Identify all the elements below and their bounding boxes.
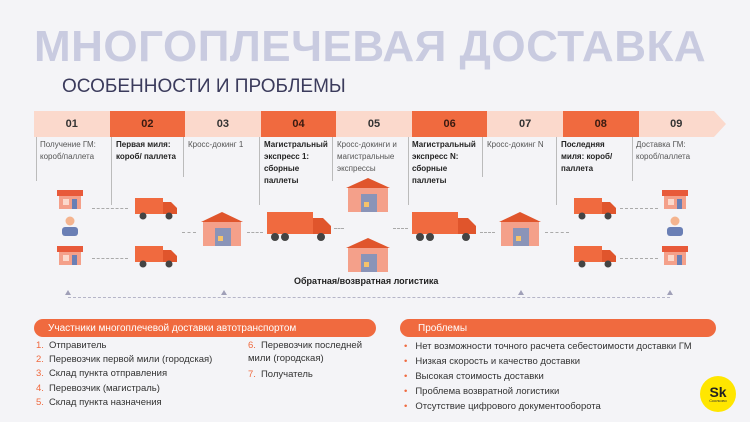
connector-dots <box>92 208 128 209</box>
step-06: 06 <box>411 111 488 137</box>
step-01-label: Получение ГМ: короб/паллета <box>40 140 96 161</box>
step-02-label: Первая миля: короб/ паллета <box>116 140 176 161</box>
long-truck-icon <box>267 212 331 241</box>
person-icon <box>62 216 78 236</box>
arrow-up-icon <box>221 290 227 295</box>
warehouse-icon <box>499 212 541 246</box>
list-item: 4.Перевозчик (магистраль) <box>36 382 160 394</box>
step-01: 01 <box>34 111 110 137</box>
list-item: 2.Перевозчик первой мили (городская) <box>36 354 213 366</box>
step-05: 05 <box>336 111 412 137</box>
list-item: Отсутствие цифрового документооборота <box>404 399 704 414</box>
participants-heading: Участники многоплечевой доставки автотра… <box>34 319 376 337</box>
divider <box>408 137 409 205</box>
step-04-label: Магистральный экспресс 1: сборные паллет… <box>264 140 328 185</box>
connector-dots <box>620 208 658 209</box>
arrow-up-icon <box>667 290 673 295</box>
step-07-label: Кросс-докинг N <box>487 140 544 149</box>
divider <box>556 137 557 205</box>
long-truck-icon <box>412 212 476 241</box>
divider <box>183 137 184 177</box>
shop-icon <box>57 246 83 265</box>
truck-icon <box>135 246 177 268</box>
connector-dots <box>92 258 128 259</box>
list-item: Низкая скорость и качество доставки <box>404 354 704 369</box>
list-item: 1.Отправитель <box>36 340 107 351</box>
shop-icon <box>57 190 83 209</box>
logo-mark: Sk <box>709 383 727 400</box>
step-08: 08 <box>562 111 639 137</box>
list-item: 3.Склад пункта отправления <box>36 368 168 380</box>
divider <box>482 137 483 177</box>
arrow-up-icon <box>518 290 524 295</box>
step-03: 03 <box>185 111 261 137</box>
truck-icon <box>135 198 177 220</box>
reverse-logistics-line <box>68 297 670 298</box>
divider <box>111 137 112 205</box>
divider <box>36 137 37 181</box>
list-item: 7.Получатель <box>248 369 313 380</box>
step-bar: 01 02 03 04 05 06 07 08 09 <box>34 111 715 137</box>
participants-list-right: 6.Перевозчик последней мили (городская) … <box>248 340 383 382</box>
page-subtitle: ОСОБЕННОСТИ И ПРОБЛЕМЫ <box>62 76 346 97</box>
connector-dots <box>247 232 263 233</box>
participants-list-left: 1.Отправитель 2.Перевозчик первой мили (… <box>36 339 246 410</box>
warehouse-icon <box>201 212 243 246</box>
connector-dots <box>334 228 344 229</box>
problems-list: Нет возможности точного расчета себестои… <box>404 339 704 414</box>
list-item: Проблема возвратной логистики <box>404 384 704 399</box>
step-09: 09 <box>638 111 715 137</box>
step-08-label: Последняя миля: короб/ паллета <box>561 140 613 173</box>
person-icon <box>667 216 683 236</box>
connector-dots <box>620 258 658 259</box>
connector-dots <box>182 232 196 233</box>
list-item: Высокая стоимость доставки <box>404 369 704 384</box>
warehouse-icon <box>346 238 390 272</box>
reverse-logistics-label: Обратная/возвратная логистика <box>294 276 439 286</box>
step-06-label: Магистральный экспресс N: сборные паллет… <box>412 140 476 185</box>
divider <box>632 137 633 181</box>
connector-dots <box>393 228 408 229</box>
connector-dots <box>480 232 495 233</box>
divider <box>332 137 333 181</box>
list-item: 5.Склад пункта назначения <box>36 396 162 408</box>
problems-heading: Проблемы <box>400 319 716 337</box>
step-07: 07 <box>487 111 563 137</box>
logo-sub: Сколково <box>709 397 727 403</box>
page-title: МНОГОПЛЕЧЕВАЯ ДОСТАВКА <box>34 22 707 71</box>
arrow-up-icon <box>65 290 71 295</box>
step-04: 04 <box>260 111 337 137</box>
list-item: Нет возможности точного расчета себестои… <box>404 339 704 354</box>
warehouse-icon <box>346 178 390 212</box>
step-03-label: Кросс-докинг 1 <box>188 140 244 149</box>
step-05-label: Кросс-докинги и магистральные экспрессы <box>337 140 397 173</box>
step-02: 02 <box>109 111 186 137</box>
step-bar-arrow-tip <box>714 111 726 137</box>
skolkovo-logo: Sk Сколково <box>700 376 736 412</box>
shop-icon <box>662 190 688 209</box>
list-item: 6.Перевозчик последней мили (городская) <box>248 340 363 364</box>
step-09-label: Доставка ГМ: короб/паллета <box>636 140 691 161</box>
shop-icon <box>662 246 688 265</box>
connector-dots <box>545 232 569 233</box>
divider <box>259 137 260 205</box>
truck-icon <box>574 198 616 220</box>
truck-icon <box>574 246 616 268</box>
